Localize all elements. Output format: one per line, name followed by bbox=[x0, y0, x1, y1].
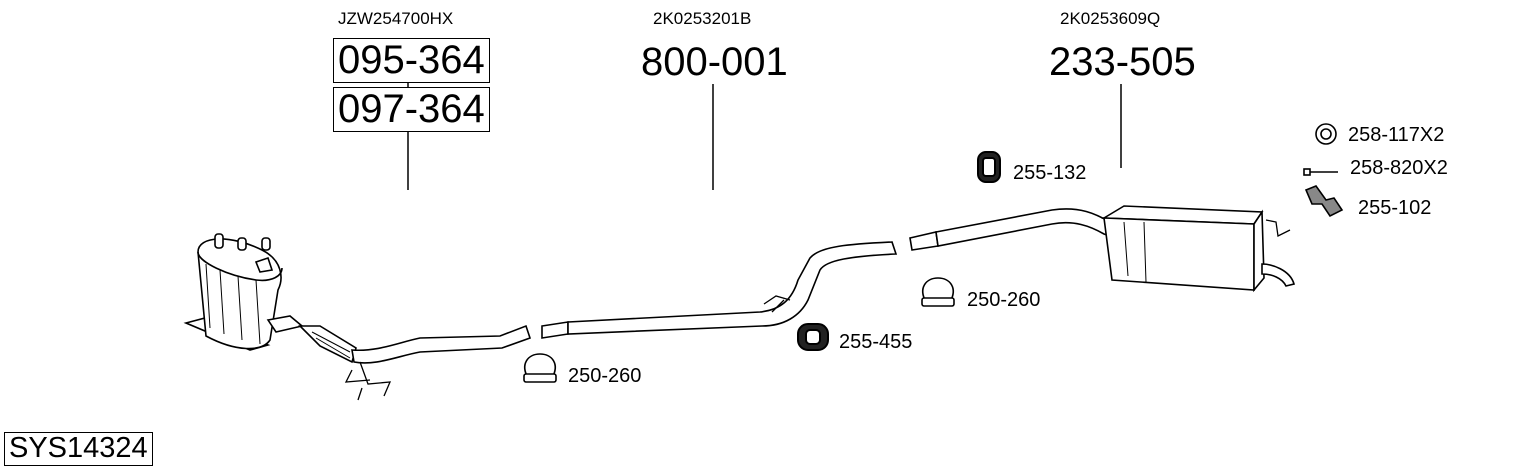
middle-pipe[interactable] bbox=[541, 241, 898, 339]
front-pipe[interactable] bbox=[298, 324, 532, 401]
part-number-cat-primary[interactable]: 095-364 bbox=[333, 38, 490, 83]
bolt-label[interactable]: 258-820X2 bbox=[1350, 157, 1448, 179]
oe-number-rear: 2K0253609Q bbox=[1060, 9, 1161, 28]
rear-pipe[interactable] bbox=[909, 208, 1134, 251]
catalytic-converter[interactable] bbox=[183, 233, 304, 351]
part-number-cat-alt[interactable]: 097-364 bbox=[333, 87, 490, 132]
clamp-rear-icon[interactable] bbox=[921, 277, 955, 307]
clamp-front-icon[interactable] bbox=[523, 353, 557, 383]
ring-label[interactable]: 258-117X2 bbox=[1348, 124, 1445, 146]
hanger-mid-label[interactable]: 255-455 bbox=[839, 331, 913, 353]
part-number-middle[interactable]: 800-001 bbox=[641, 40, 788, 84]
hanger-rear-icon[interactable] bbox=[977, 151, 1001, 183]
oe-number-middle: 2K0253201B bbox=[653, 9, 752, 28]
rear-silencer[interactable] bbox=[1101, 205, 1295, 293]
system-id: SYS14324 bbox=[4, 432, 153, 466]
hanger-mid-icon[interactable] bbox=[797, 323, 829, 351]
bracket-label[interactable]: 255-102 bbox=[1358, 197, 1432, 219]
clamp-rear-label[interactable]: 250-260 bbox=[967, 289, 1041, 311]
part-number-rear[interactable]: 233-505 bbox=[1049, 40, 1196, 84]
clamp-front-label[interactable]: 250-260 bbox=[568, 365, 642, 387]
bolt-icon[interactable] bbox=[1303, 168, 1338, 176]
bracket-icon[interactable] bbox=[1304, 185, 1344, 218]
ring-icon[interactable] bbox=[1315, 123, 1337, 145]
hanger-rear-label[interactable]: 255-132 bbox=[1013, 162, 1087, 184]
oe-number-cat: JZW254700HX bbox=[338, 9, 454, 28]
